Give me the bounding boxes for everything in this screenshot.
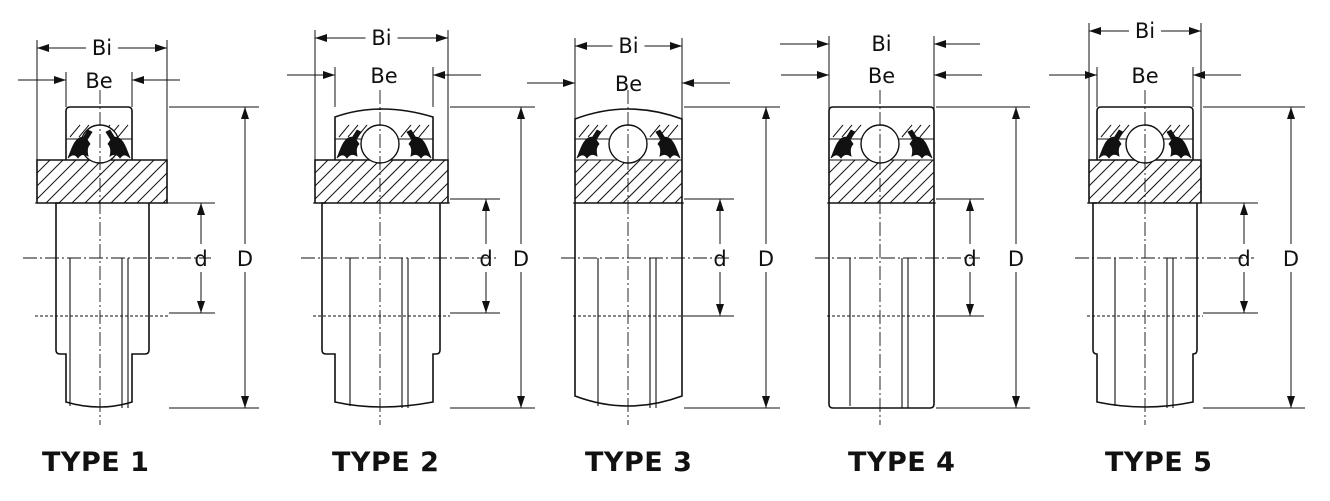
type-4-caption: TYPE 4 (848, 447, 956, 478)
inner-ring-section (65, 106, 133, 160)
seals (576, 129, 681, 159)
bearing-body (321, 202, 441, 408)
type-1-caption: TYPE 1 (42, 447, 150, 478)
bearing-body (828, 203, 935, 409)
d-label: d (194, 247, 207, 271)
be-label: Be (85, 69, 112, 93)
be-label: Be (868, 64, 895, 88)
bi-label: Bi (1135, 19, 1155, 43)
D-label: D (1008, 247, 1024, 271)
bi-label: Bi (92, 36, 112, 60)
bi-label: Bi (371, 26, 391, 50)
inner-ring-section (334, 108, 434, 160)
be-label: Be (1131, 64, 1158, 88)
type-2-caption: TYPE 2 (332, 447, 440, 478)
bearing-body (55, 202, 150, 408)
be-label: Be (615, 72, 642, 96)
type-5-caption: TYPE 5 (1105, 447, 1213, 478)
d-label: d (713, 247, 726, 271)
be-label: Be (370, 64, 397, 88)
d-label: d (479, 247, 492, 271)
d-label: d (963, 247, 976, 271)
seals (830, 129, 933, 159)
seals (1098, 129, 1192, 159)
bearing-body (574, 203, 683, 407)
d-label: d (1237, 247, 1250, 271)
D-label: D (237, 247, 253, 271)
D-label: D (513, 247, 529, 271)
seals (67, 129, 131, 159)
ring-hatching (1088, 124, 1202, 204)
bi-label: Bi (618, 34, 638, 58)
D-label: D (1283, 247, 1299, 271)
ring-hatching (36, 124, 168, 204)
bearing-body (1092, 202, 1198, 408)
bi-label: Bi (871, 32, 891, 56)
seals (336, 129, 432, 159)
D-label: D (758, 247, 774, 271)
type-3-caption: TYPE 3 (585, 447, 693, 478)
